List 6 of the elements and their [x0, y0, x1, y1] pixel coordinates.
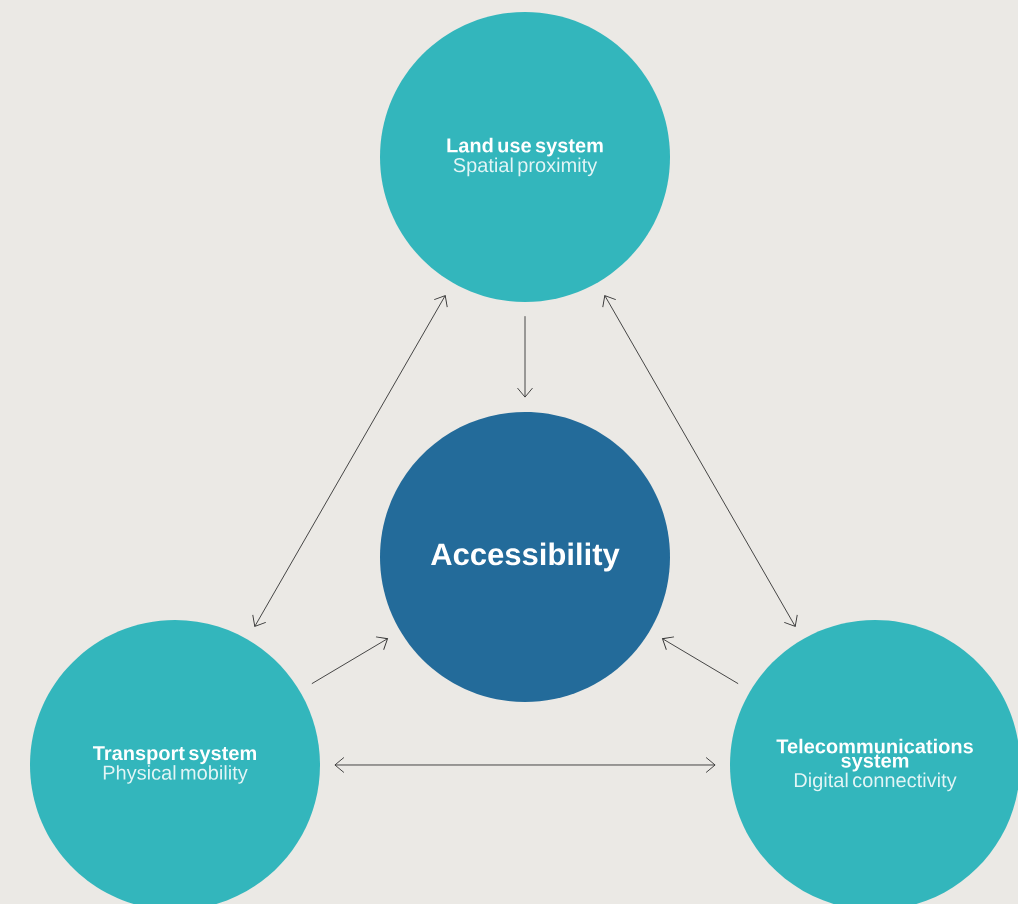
arrow [602, 295, 798, 627]
arrow [662, 636, 739, 685]
arrow [334, 757, 716, 773]
arrow [311, 636, 388, 685]
arrow [517, 315, 533, 398]
arrow [252, 295, 448, 627]
